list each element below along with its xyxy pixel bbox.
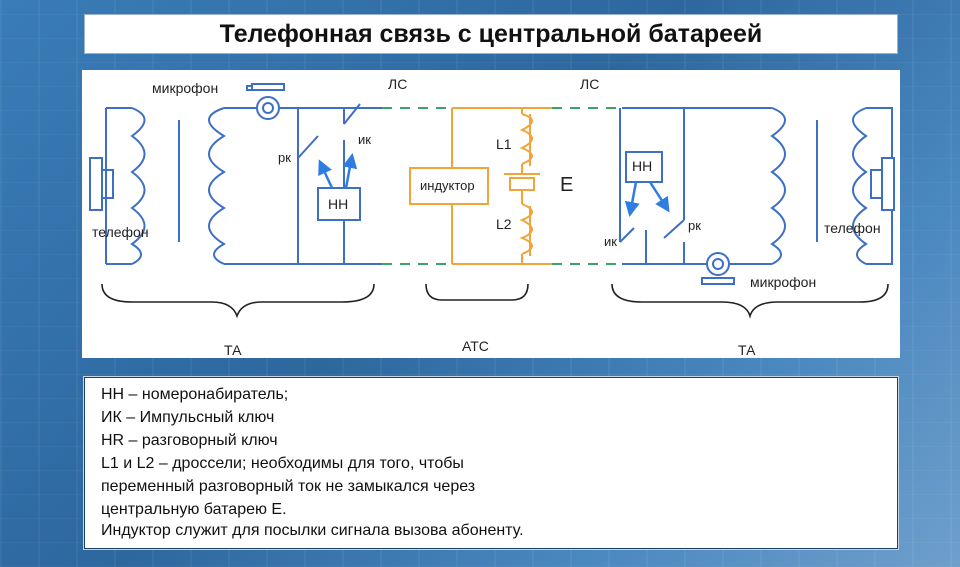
label-microphone-left: микрофон xyxy=(152,80,219,96)
label-choke-l1: L1 xyxy=(496,136,512,152)
right-ik-switch xyxy=(619,227,635,243)
title-banner: Телефонная связь с центральной батареей xyxy=(84,14,898,54)
left-ik-switch xyxy=(343,103,361,125)
label-ta-right: ТА xyxy=(738,342,756,358)
label-rk-right: рк xyxy=(688,218,701,233)
left-receiver-coil xyxy=(130,107,146,265)
left-receiver-capsule xyxy=(89,157,103,211)
left-nn-arrow-rk xyxy=(318,159,334,189)
label-ats: АТС xyxy=(462,338,489,354)
right-receiver-coil xyxy=(852,107,868,265)
right-nn-box xyxy=(625,151,663,183)
label-line-left: ЛС xyxy=(388,76,408,92)
exchange-circuit xyxy=(409,107,552,265)
label-nn-left: НН xyxy=(328,196,349,212)
label-ik-left: ик xyxy=(358,132,371,147)
inductor-box xyxy=(409,167,489,205)
legend-panel: НН – номеронабиратель; ИК – Импульсный к… xyxy=(84,377,898,549)
label-ta-left: ТА xyxy=(224,342,242,358)
label-ik-right: ик xyxy=(604,234,617,249)
right-microphone-symbol xyxy=(706,252,730,276)
left-microphone-plate xyxy=(251,83,285,91)
label-microphone-right: микрофон xyxy=(750,274,817,290)
label-rk-left: рк xyxy=(278,150,291,165)
right-rk-switch xyxy=(663,219,685,239)
legend-line: L1 и L2 – дроссели; необходимы для того,… xyxy=(101,455,464,472)
legend-line: ИК – Импульсный ключ xyxy=(101,409,275,426)
circuit-diagram: микрофон ЛС ЛС рк ик НН телефон индуктор… xyxy=(82,70,900,358)
right-subscriber-set xyxy=(619,107,895,285)
label-battery: Е xyxy=(560,174,574,196)
label-inductor: индуктор xyxy=(420,178,475,193)
brace-ats xyxy=(425,283,529,301)
circuit-svg xyxy=(89,83,895,319)
right-nn-arrow-ik xyxy=(624,181,640,217)
left-nn-box xyxy=(317,187,361,221)
legend-line: центральную батарею Е. xyxy=(101,501,287,518)
left-rk-switch xyxy=(297,135,319,159)
page-title: Телефонная связь с центральной батареей xyxy=(219,19,763,48)
label-phone-left: телефон xyxy=(92,224,149,240)
legend-line: переменный разговорный ток не замыкался … xyxy=(101,478,476,495)
right-microphone-plate xyxy=(701,277,735,285)
legend-line: НН – номеронабиратель; xyxy=(101,386,289,403)
right-nn-arrow-rk xyxy=(648,181,670,213)
brace-ta-right xyxy=(611,283,889,319)
label-nn-right: НН xyxy=(632,158,653,174)
label-line-right: ЛС xyxy=(580,76,600,92)
left-transformer-coil xyxy=(208,107,227,265)
legend-line: Индуктор служит для посылки сигнала вызо… xyxy=(101,522,524,539)
battery-plate-bottom xyxy=(509,177,535,191)
right-receiver-capsule xyxy=(881,157,895,211)
label-choke-l2: L2 xyxy=(496,216,512,232)
brace-ta-left xyxy=(101,283,375,319)
left-receiver-leads xyxy=(105,107,132,265)
left-nn-arrow-ik xyxy=(342,153,358,189)
left-microphone-symbol xyxy=(256,96,280,120)
label-phone-right: телефон xyxy=(824,220,881,236)
choke-l2-coil xyxy=(519,203,533,255)
right-transformer-coil xyxy=(770,107,786,265)
choke-l1-coil xyxy=(519,113,533,165)
legend-line: НR – разговорный ключ xyxy=(101,432,278,449)
left-subscriber-set xyxy=(89,83,382,265)
